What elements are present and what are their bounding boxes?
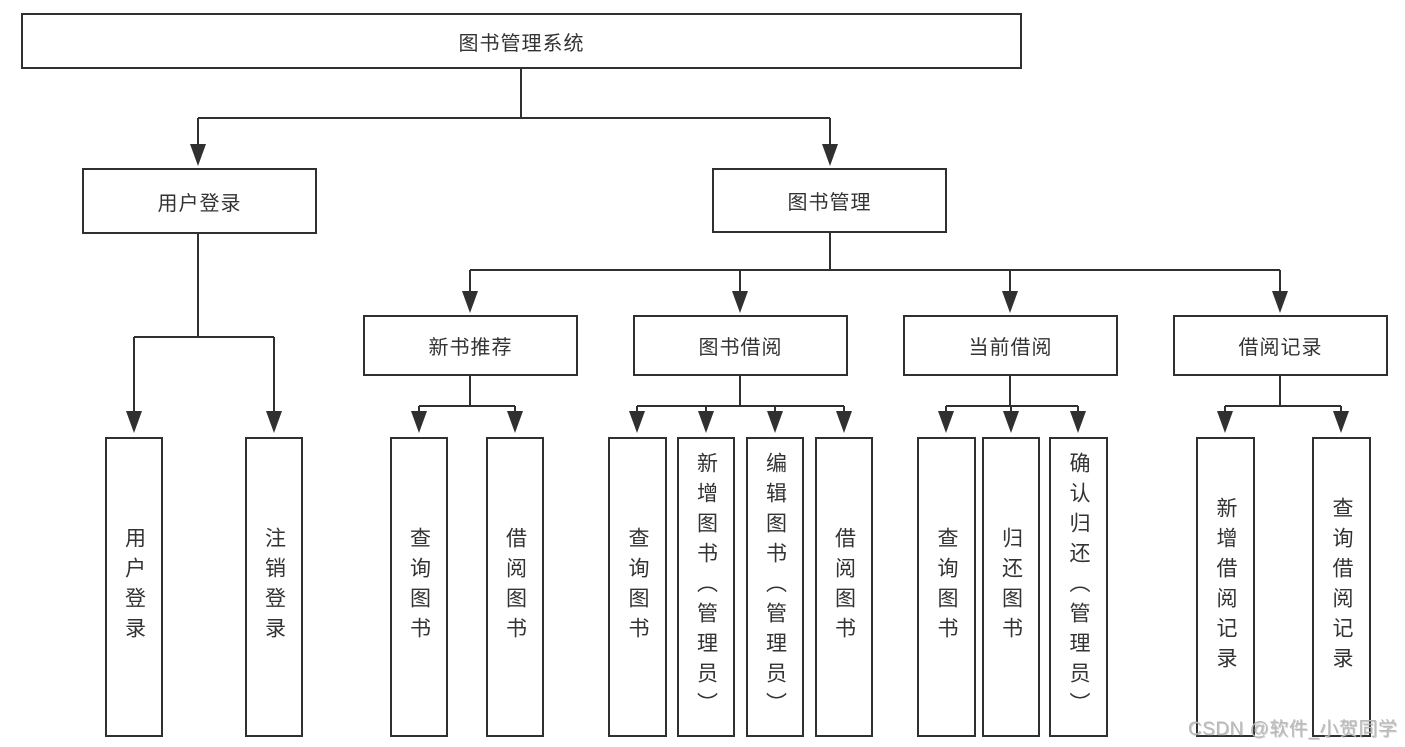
connector-bookborrow-to-leaves bbox=[636, 376, 845, 413]
arrow-icon bbox=[411, 411, 427, 433]
arrow-icon bbox=[629, 411, 645, 433]
node-label: 图书管理 bbox=[787, 192, 872, 214]
arrow-icon bbox=[1333, 411, 1349, 433]
arrow-icon bbox=[938, 411, 954, 433]
node-book-management: 图书管理 bbox=[712, 168, 947, 233]
node-label: 用户登录 bbox=[157, 192, 242, 215]
node-label: 查询图书 bbox=[626, 527, 650, 647]
arrow-icon bbox=[1003, 411, 1019, 433]
node-label: 新书推荐 bbox=[428, 337, 513, 359]
node-current-borrow: 当前借阅 bbox=[903, 315, 1118, 376]
node-label: 归还图书 bbox=[999, 527, 1023, 647]
arrow-icon bbox=[1002, 291, 1018, 313]
connector-newbook-to-leaves bbox=[418, 376, 516, 413]
node-label: 编辑图书（管理员） bbox=[763, 452, 787, 722]
arrow-icon bbox=[462, 291, 478, 313]
arrow-icon bbox=[1272, 291, 1288, 313]
node-borrow-records: 借阅记录 bbox=[1173, 315, 1388, 376]
node-label: 用户登录 bbox=[122, 527, 146, 647]
connector-bookmgmt-to-level2 bbox=[469, 233, 1281, 292]
csdn-watermark: CSDN @软件_小贺同学 bbox=[1188, 719, 1398, 740]
node-label: 确认归还（管理员） bbox=[1067, 452, 1091, 722]
node-label: 注销登录 bbox=[262, 527, 286, 647]
arrow-icon bbox=[767, 411, 783, 433]
node-label: 图书借阅 bbox=[698, 337, 783, 359]
arrow-icon bbox=[507, 411, 523, 433]
leaf-query-borrow-record: 查询借阅记录 bbox=[1312, 437, 1371, 737]
arrow-icon bbox=[1070, 411, 1086, 433]
leaf-edit-book-admin: 编辑图书（管理员） bbox=[746, 437, 804, 737]
leaf-borrow-book-1: 借阅图书 bbox=[486, 437, 544, 737]
leaf-add-borrow-record: 新增借阅记录 bbox=[1196, 437, 1255, 737]
arrow-icon bbox=[1217, 411, 1233, 433]
node-label: 新增借阅记录 bbox=[1214, 497, 1238, 677]
leaf-add-book-admin: 新增图书（管理员） bbox=[677, 437, 735, 737]
leaf-query-book-3: 查询图书 bbox=[917, 437, 976, 737]
node-label: 借阅记录 bbox=[1238, 337, 1323, 359]
node-label: 借阅图书 bbox=[832, 527, 856, 647]
node-label: 当前借阅 bbox=[968, 337, 1053, 359]
arrow-icon bbox=[732, 291, 748, 313]
node-label: 借阅图书 bbox=[503, 527, 527, 647]
connector-currentborrow-to-leaves bbox=[945, 376, 1079, 413]
node-root-system: 图书管理系统 bbox=[21, 13, 1022, 69]
node-label: 查询图书 bbox=[407, 527, 431, 647]
arrow-icon bbox=[822, 144, 838, 166]
node-label: 新增图书（管理员） bbox=[694, 452, 718, 722]
leaf-query-book-2: 查询图书 bbox=[608, 437, 667, 737]
arrow-icon bbox=[190, 144, 206, 166]
leaf-user-login: 用户登录 bbox=[105, 437, 163, 737]
node-label: 查询图书 bbox=[935, 527, 959, 647]
arrow-icon bbox=[698, 411, 714, 433]
leaf-confirm-return-admin: 确认归还（管理员） bbox=[1049, 437, 1108, 737]
node-label: 查询借阅记录 bbox=[1330, 497, 1354, 677]
connector-borrowrecords-to-leaves bbox=[1224, 376, 1342, 413]
leaf-logout: 注销登录 bbox=[245, 437, 303, 737]
arrow-icon bbox=[266, 411, 282, 433]
node-new-book-recommend: 新书推荐 bbox=[363, 315, 578, 376]
arrow-icon bbox=[836, 411, 852, 433]
arrow-icon bbox=[126, 411, 142, 433]
node-label: 图书管理系统 bbox=[458, 32, 585, 55]
node-book-borrow: 图书借阅 bbox=[633, 315, 848, 376]
leaf-borrow-book-2: 借阅图书 bbox=[815, 437, 873, 737]
leaf-return-book: 归还图书 bbox=[982, 437, 1040, 737]
connector-userlogin-to-leaves bbox=[133, 234, 275, 412]
leaf-query-book-1: 查询图书 bbox=[390, 437, 448, 737]
connector-root-to-level1 bbox=[197, 69, 831, 146]
node-user-login: 用户登录 bbox=[82, 168, 317, 234]
